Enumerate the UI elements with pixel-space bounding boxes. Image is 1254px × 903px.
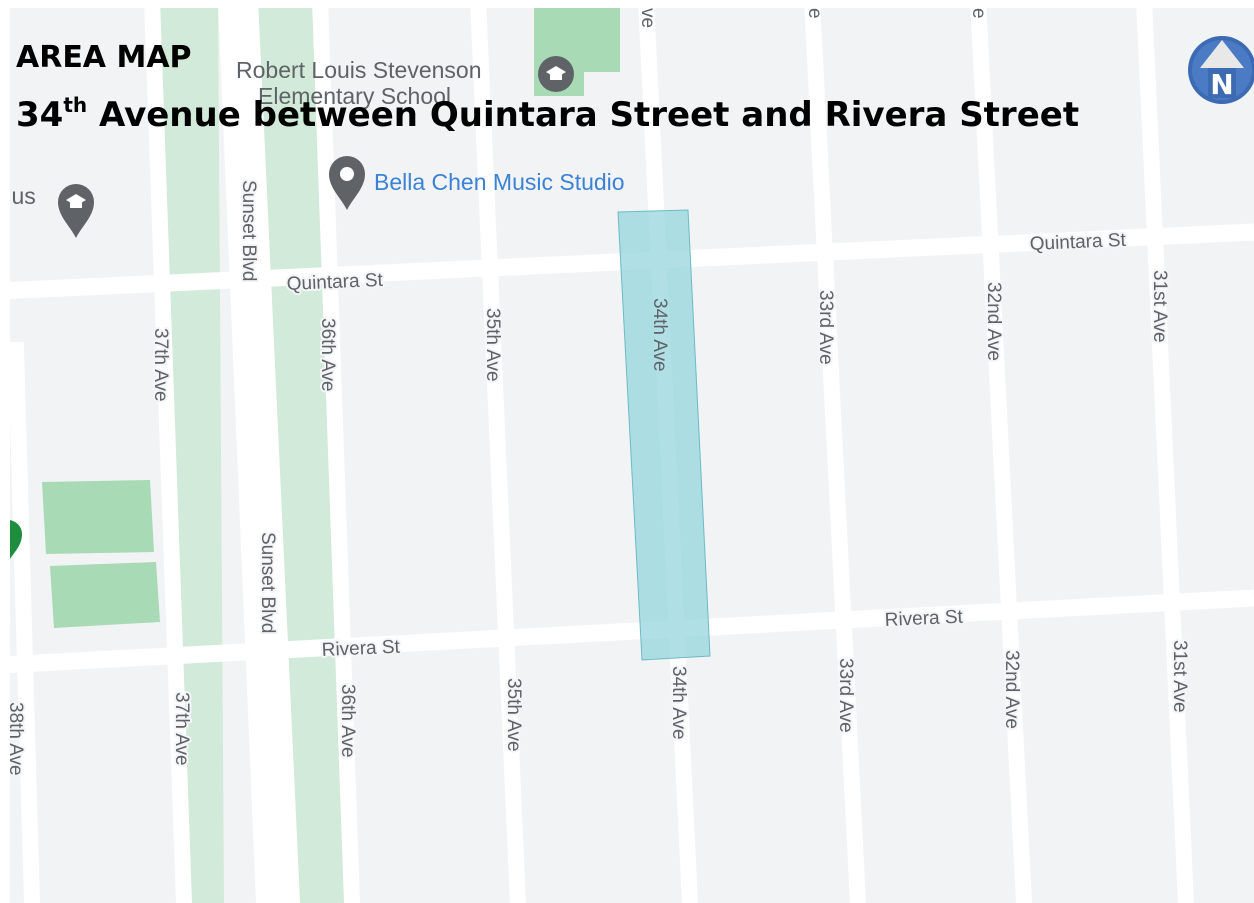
rivera-st-label: Rivera St	[321, 637, 401, 661]
green-pin-icon	[10, 520, 22, 559]
sunset-blvd-label: Sunset Blvd	[257, 532, 278, 633]
36th-ave-label: 36th Ave	[317, 318, 338, 392]
compass-letter: N	[1210, 68, 1233, 101]
location-pin-icon	[329, 156, 365, 210]
map-frame: Quintara St Quintara St Rivera St Rivera…	[10, 8, 1254, 903]
32nd-ave-label: 32nd Ave	[983, 282, 1004, 361]
clipped-avenue-label: e	[968, 8, 989, 19]
31st-ave-label: 31st Ave	[1149, 270, 1170, 343]
quintara-st-label: Quintara St	[286, 270, 384, 295]
subtitle-text: Avenue between Quintara Street and River…	[87, 95, 1080, 135]
35th-ave-label: 35th Ave	[482, 308, 503, 382]
38th-ave-label: 38th Ave	[10, 702, 26, 776]
school-pin-icon	[538, 56, 574, 92]
school-pin-icon	[58, 184, 94, 238]
35th-ave-label: 35th Ave	[503, 678, 524, 752]
clipped-avenue-label: ve	[637, 8, 658, 28]
clipped-avenue-label: e	[804, 8, 825, 19]
subtitle-number: 34	[16, 95, 64, 135]
school-name-label: Elementary School	[258, 83, 451, 109]
map-title: AREA MAP	[16, 40, 192, 75]
36th-ave-label: 36th Ave	[337, 684, 358, 758]
school-name-label: Robert Louis Stevenson	[236, 57, 482, 83]
37th-ave-label: 37th Ave	[150, 328, 171, 402]
area-map: Quintara St Quintara St Rivera St Rivera…	[10, 8, 1254, 903]
map-subtitle: 34th Avenue between Quintara Street and …	[16, 95, 1079, 135]
sunset-blvd-label: Sunset Blvd	[238, 180, 259, 281]
37th-ave-label: 37th Ave	[171, 692, 192, 766]
33rd-ave-label: 33rd Ave	[835, 658, 856, 733]
33rd-ave-label: 33rd Ave	[815, 290, 836, 365]
sunset-blvd-road	[218, 8, 300, 903]
music-studio-label: Bella Chen Music Studio	[374, 169, 625, 195]
poi-partial-label: tius	[10, 183, 36, 209]
31st-ave-label: 31st Ave	[1169, 640, 1190, 713]
subtitle-ordinal: th	[63, 93, 88, 117]
34th-ave-label: 34th Ave	[649, 298, 670, 372]
32nd-ave-label: 32nd Ave	[1001, 650, 1022, 729]
quintara-st-label: Quintara St	[1029, 230, 1127, 255]
highlighted-34th-ave-segment	[617, 209, 711, 661]
rivera-st-label: Rivera St	[884, 607, 964, 631]
north-arrow-icon: N	[1188, 36, 1254, 104]
34th-ave-label: 34th Ave	[668, 666, 689, 740]
